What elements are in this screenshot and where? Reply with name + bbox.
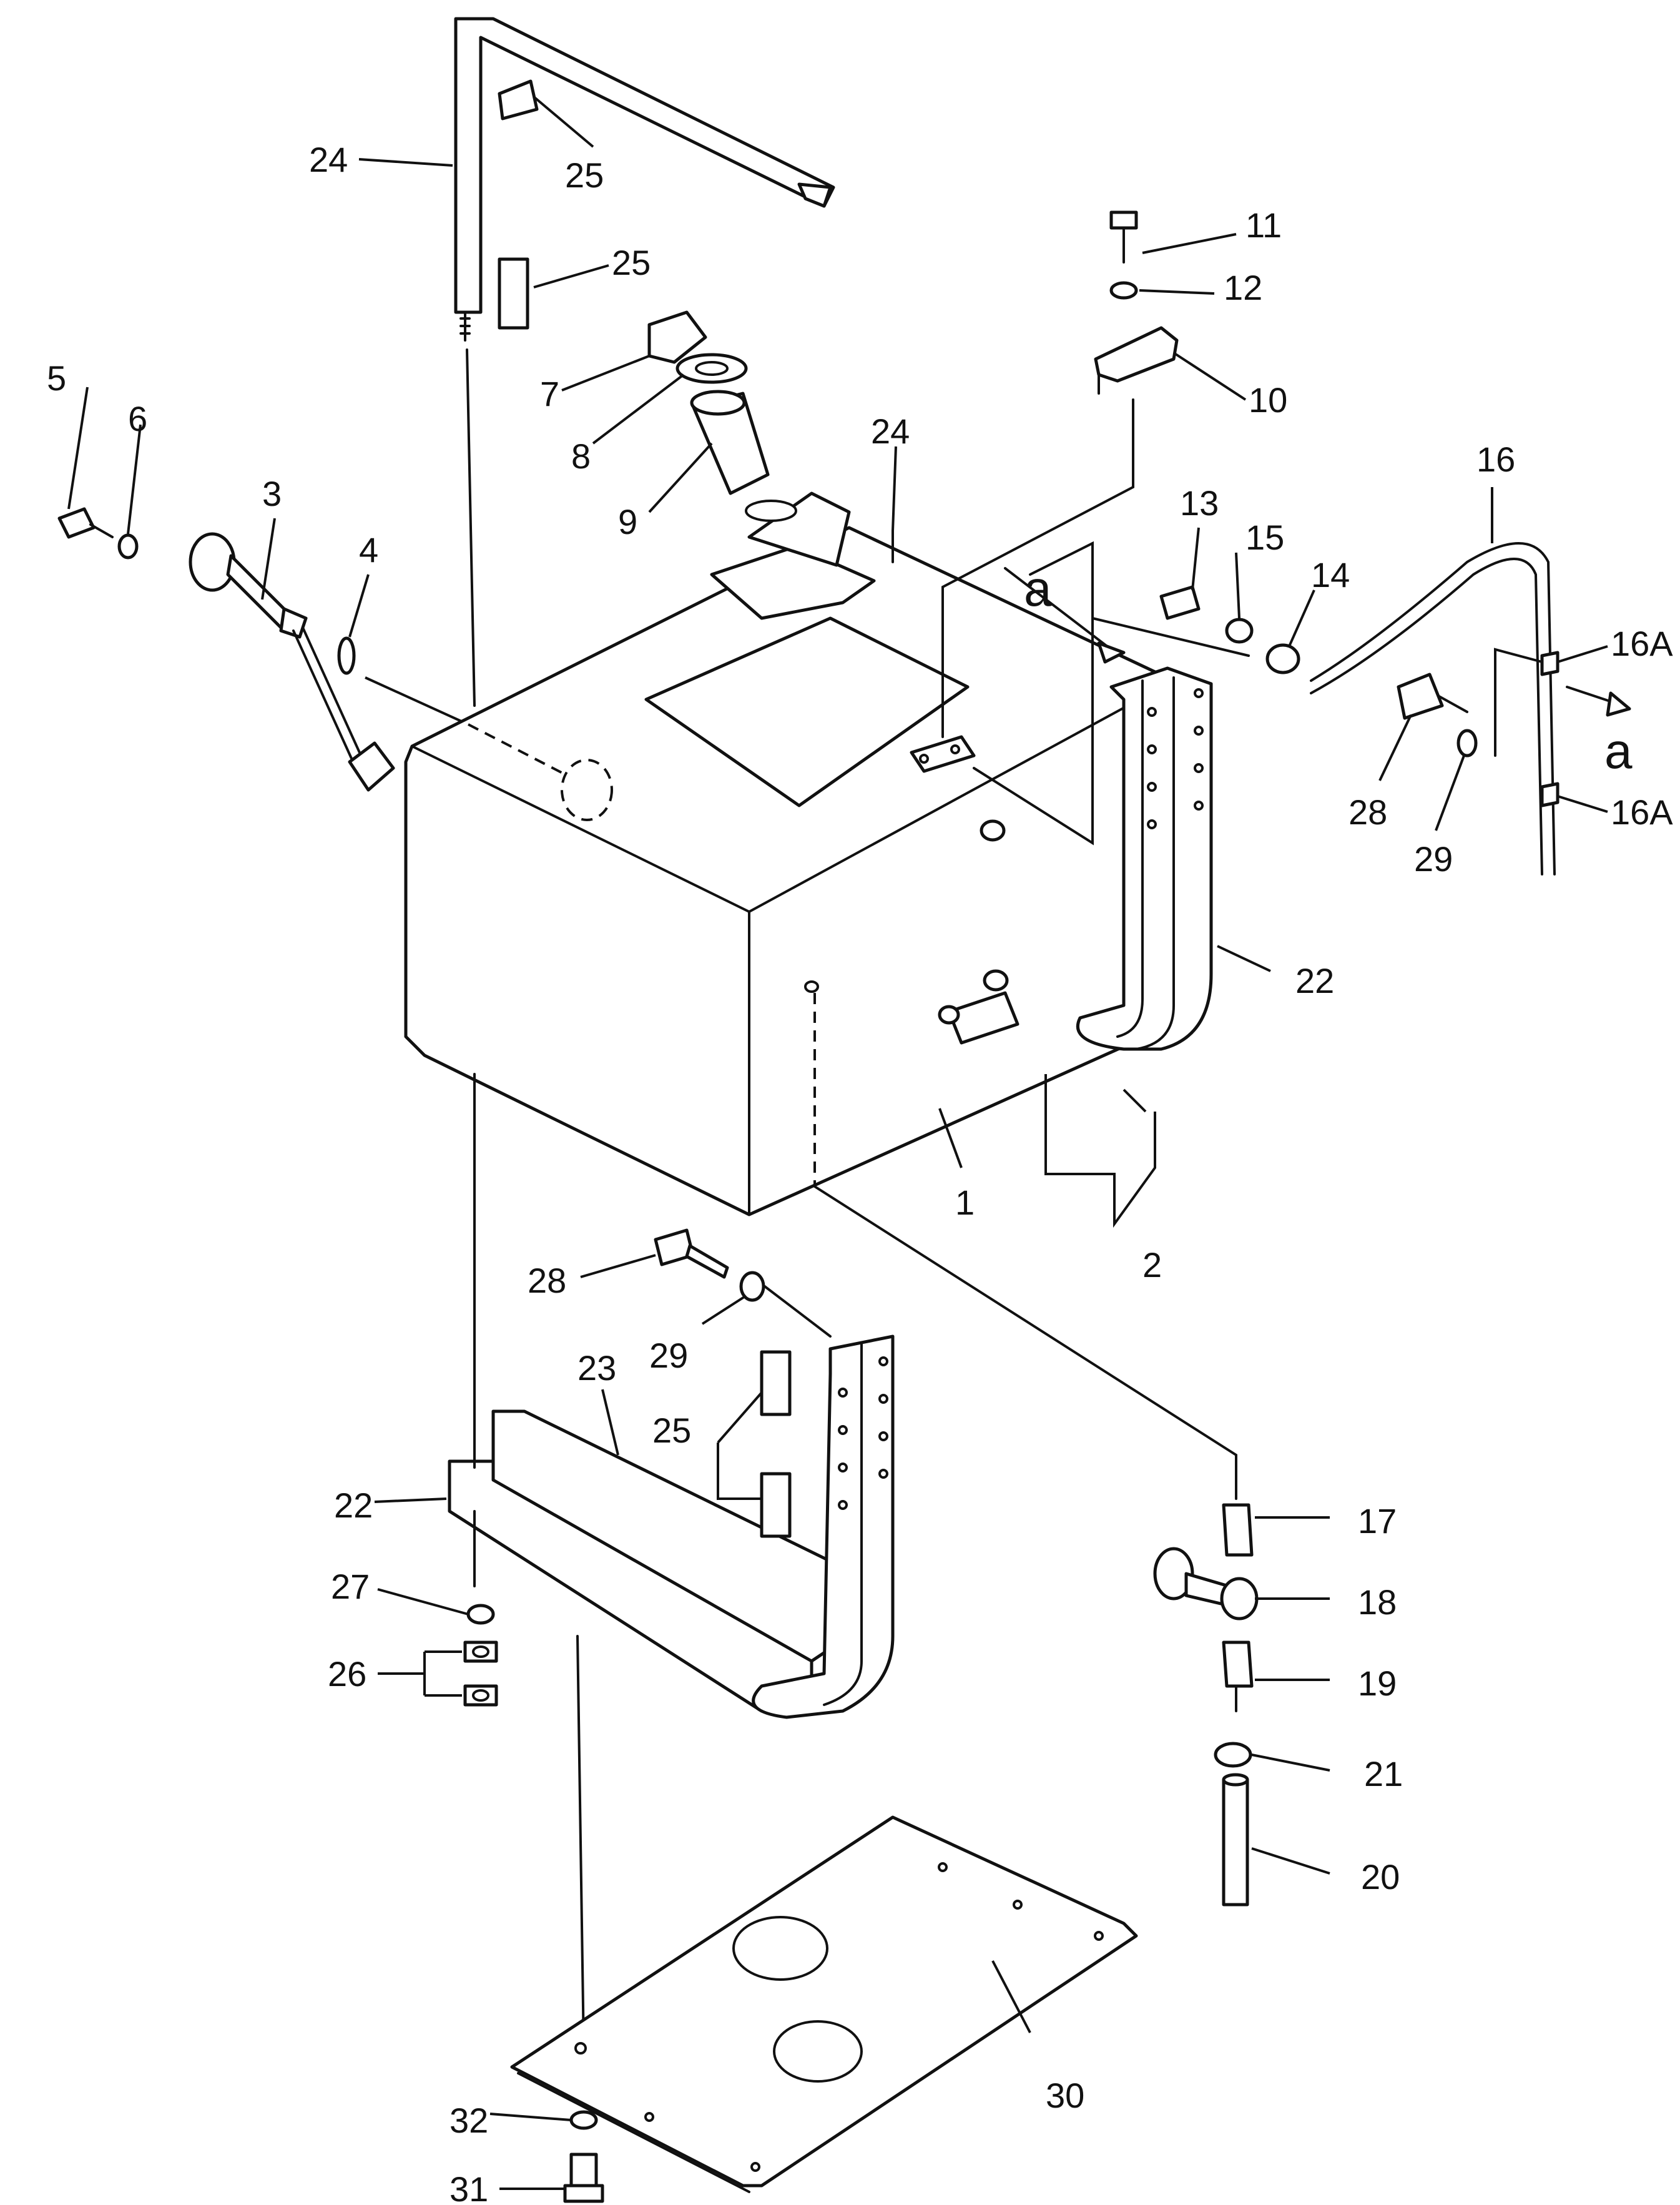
- callout-28-bottom: 28: [528, 1261, 566, 1300]
- callout-6: 6: [128, 399, 147, 438]
- callout-4: 4: [359, 530, 378, 570]
- callout-30: 30: [1046, 2076, 1084, 2115]
- callout-17: 17: [1358, 1501, 1397, 1541]
- callout-5: 5: [47, 358, 66, 398]
- callout-10: 10: [1249, 380, 1287, 420]
- callout-18: 18: [1358, 1582, 1397, 1622]
- callout-16: 16: [1476, 440, 1515, 479]
- view-marker-a-left: a: [1024, 561, 1052, 616]
- callout-16a-top: 16A: [1611, 624, 1673, 663]
- callout-29-right: 29: [1414, 839, 1453, 879]
- callout-19: 19: [1358, 1664, 1397, 1703]
- leader-lines: [67, 96, 1608, 2190]
- bracket-assembly: [941, 210, 1179, 846]
- callout-25-mid: 25: [612, 243, 651, 282]
- callout-26: 26: [328, 1654, 366, 1694]
- callout-14: 14: [1311, 555, 1350, 594]
- callout-29-bottom: 29: [649, 1336, 688, 1375]
- callout-9: 9: [618, 502, 637, 541]
- fuel-level-gauge: [57, 507, 469, 792]
- callout-32: 32: [449, 2101, 488, 2140]
- fuel-tank-body: [404, 491, 1176, 1216]
- callout-12: 12: [1224, 268, 1262, 307]
- right-support: [1076, 666, 1213, 1051]
- drain-valve-assembly: [813, 1185, 1259, 1907]
- callout-3: 3: [262, 474, 282, 513]
- view-marker-a-right: a: [1604, 723, 1633, 779]
- callout-21: 21: [1364, 1754, 1403, 1793]
- callout-labels: 24 25 25 7 8 9 24 11 12 10 13 15 14 16 1…: [47, 140, 1673, 2205]
- bottom-plate: [510, 1815, 1138, 2203]
- top-strap: [454, 17, 835, 707]
- callout-28-right: 28: [1348, 792, 1387, 832]
- filler-cap-assembly: [647, 310, 770, 495]
- callout-16a-bottom: 16A: [1611, 792, 1673, 832]
- callout-25-bottom: 25: [652, 1411, 691, 1450]
- return-line: [1004, 542, 1631, 876]
- callout-1: 1: [955, 1183, 975, 1222]
- callout-22-right: 22: [1295, 961, 1334, 1000]
- callout-13: 13: [1180, 483, 1219, 523]
- lower-fasteners: [463, 1228, 832, 2050]
- callout-2: 2: [1142, 1245, 1162, 1285]
- lower-support: [448, 1073, 895, 1719]
- callout-31: 31: [449, 2169, 488, 2205]
- callout-15: 15: [1245, 518, 1284, 557]
- callout-24-tank: 24: [871, 412, 910, 451]
- callout-23: 23: [577, 1348, 616, 1388]
- callout-7: 7: [540, 374, 559, 413]
- callout-22-left: 22: [334, 1486, 373, 1525]
- callout-8: 8: [571, 437, 591, 476]
- callout-27: 27: [331, 1567, 370, 1606]
- callout-25-top: 25: [565, 155, 604, 195]
- callout-20: 20: [1361, 1857, 1400, 1897]
- callout-11: 11: [1245, 205, 1282, 245]
- callout-24-top: 24: [309, 140, 348, 179]
